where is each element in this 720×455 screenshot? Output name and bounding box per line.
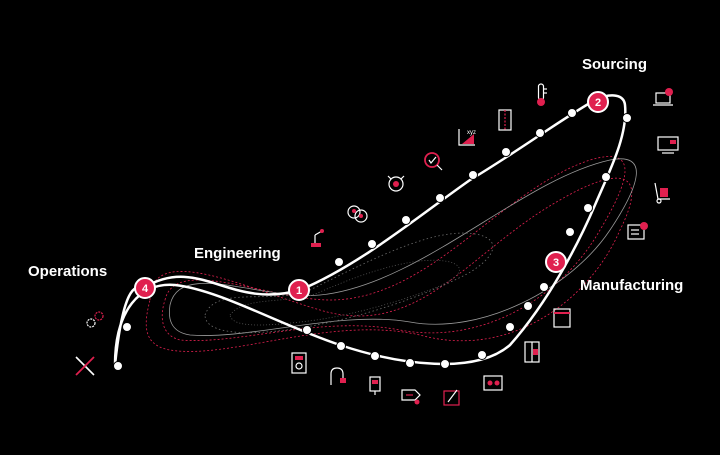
faint-loop-red-1 xyxy=(145,177,632,352)
path-dot xyxy=(565,227,575,237)
path-dot xyxy=(622,113,632,123)
hand-truck-icon xyxy=(654,182,670,204)
path-dot xyxy=(302,325,312,335)
monitor-icon xyxy=(657,136,679,154)
path-dot xyxy=(535,128,545,138)
path-dot xyxy=(336,341,346,351)
path-dot xyxy=(122,322,132,332)
checklist-icon xyxy=(627,222,648,240)
path-dot xyxy=(539,282,549,292)
path-dot xyxy=(401,215,411,225)
stage-badge-4[interactable]: 4 xyxy=(134,277,156,299)
badge-number: 3 xyxy=(553,257,559,269)
path-dot xyxy=(601,172,611,182)
label-sourcing: Sourcing xyxy=(582,56,648,73)
path-dot xyxy=(435,193,445,203)
stage-badge-1[interactable]: 1 xyxy=(288,279,310,301)
path-dot xyxy=(113,361,123,371)
label-engineering: Engineering xyxy=(194,245,281,262)
path-dot xyxy=(505,322,515,332)
badge-number: 2 xyxy=(595,97,601,109)
path-dot xyxy=(477,350,487,360)
faint-loop-grey-1 xyxy=(169,158,637,336)
multimeter-icon xyxy=(291,352,307,374)
badge-number: 4 xyxy=(142,283,149,295)
laptop-icon xyxy=(653,88,673,106)
people-chat-icon xyxy=(347,205,368,223)
path-dot xyxy=(370,351,380,361)
cable-plug-icon xyxy=(330,367,346,385)
control-panel-icon xyxy=(483,375,503,391)
badge-number: 1 xyxy=(296,285,302,297)
label-manufacturing: Manufacturing xyxy=(580,277,684,294)
gears-icon xyxy=(86,311,104,328)
label-operations: Operations xyxy=(28,263,108,280)
path-dot xyxy=(523,301,533,311)
gear-head-icon xyxy=(387,175,405,192)
path-dot xyxy=(334,257,344,267)
wrench-board-icon xyxy=(443,389,460,406)
path-dot xyxy=(583,203,593,213)
robot-arm-icon xyxy=(311,229,324,247)
door-panel-icon xyxy=(498,109,512,131)
path-dots xyxy=(113,108,632,371)
path-dot xyxy=(567,108,577,118)
icons: xyz xyxy=(75,83,679,406)
wrench-screwdriver-icon xyxy=(75,356,95,376)
path-dot xyxy=(367,239,377,249)
xyz-graph-icon: xyz xyxy=(458,129,476,146)
frame-icon xyxy=(553,308,571,328)
usb-device-icon xyxy=(369,376,381,395)
thermometer-icon xyxy=(537,83,547,106)
path-dot xyxy=(468,170,478,180)
stage-badge-3[interactable]: 3 xyxy=(545,251,567,273)
path-dot xyxy=(405,358,415,368)
path-dot xyxy=(501,147,511,157)
cabinet-icon xyxy=(524,341,540,363)
stage-badge-2[interactable]: 2 xyxy=(587,91,609,113)
svg-text:xyz: xyz xyxy=(467,130,476,136)
magnifier-check-icon xyxy=(424,152,443,171)
path-dot xyxy=(440,359,450,369)
main-path xyxy=(113,94,627,366)
price-tag-icon xyxy=(401,389,421,405)
